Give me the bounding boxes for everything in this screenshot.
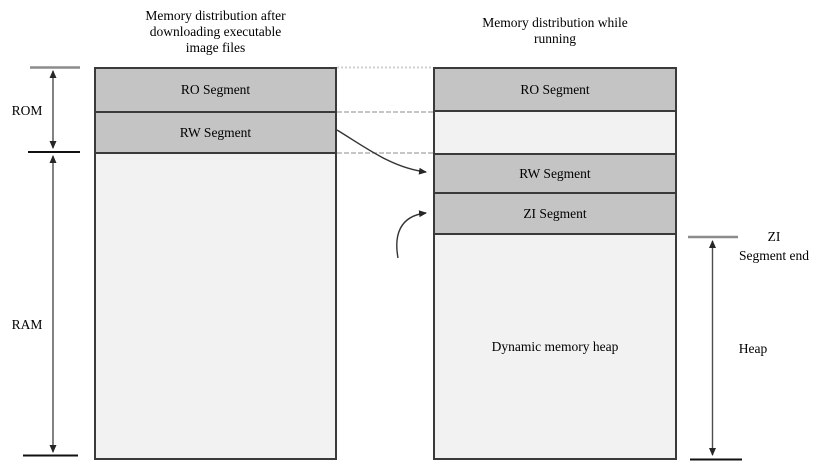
right-title-line-1: Memory distribution while [482,15,628,30]
rw-relocation-arrow [336,129,427,175]
left-title-line-3: image files [185,40,246,55]
dynamic-memory-heap-segment: Dynamic memory heap [435,235,675,458]
empty-gap-region [435,112,675,155]
heap-label: Heap [738,341,768,356]
zi-end-label-line-1: ZI [767,229,781,244]
ro-segment-running-label: RO Segment [520,81,590,97]
rw-segment: RW Segment [96,113,335,154]
rw-segment-running-label: RW Segment [519,165,591,181]
rom-label: ROM [11,103,43,118]
empty-ram-region [96,154,335,458]
left-column-title: Memory distribution after downloading ex… [105,8,326,56]
memory-column-after-download: RO Segment RW Segment [94,67,337,460]
zi-segment: ZI Segment [435,194,675,235]
dynamic-memory-heap-label: Dynamic memory heap [491,338,619,354]
left-title-line-1: Memory distribution after [145,8,286,23]
right-title-line-2: running [534,31,576,46]
zi-end-label-line-2: Segment end [738,248,810,263]
zi-segment-label: ZI Segment [523,205,587,221]
zi-segment-end-label: ZI Segment end [722,227,826,265]
rw-segment-label: RW Segment [179,124,252,140]
zi-pointer-arrow [396,210,427,259]
ram-label: RAM [11,317,43,332]
rw-segment-running: RW Segment [435,155,675,194]
ro-segment: RO Segment [96,69,335,113]
ro-segment-running: RO Segment [435,69,675,112]
left-title-line-2: downloading executable [149,24,282,39]
ram-extent-arrow [23,155,78,457]
alignment-dashed-lines [337,66,433,154]
ro-segment-label: RO Segment [180,82,251,97]
memory-column-while-running: RO Segment RW Segment ZI Segment Dynamic… [433,67,677,460]
right-column-title: Memory distribution while running [445,15,665,47]
